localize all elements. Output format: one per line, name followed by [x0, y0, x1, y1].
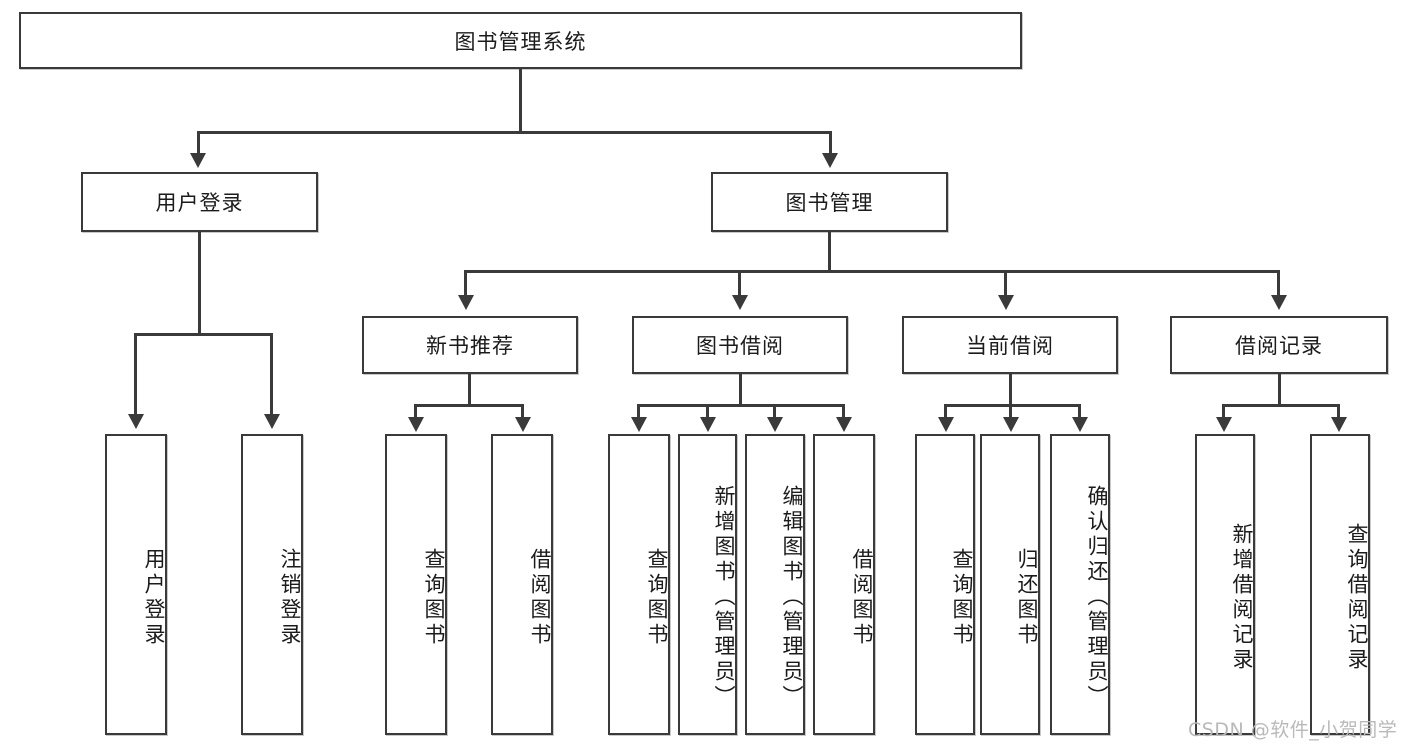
connector-new-book-leaf1 — [414, 404, 417, 418]
leaf-borrow-record-add[interactable]: 新增借阅记录 — [1195, 434, 1255, 735]
connector-to-book-borrow — [738, 270, 741, 296]
connector-current-borrow-leaf2 — [1009, 404, 1012, 418]
node-label: 查询图书 — [645, 547, 669, 648]
connector-root-stem — [519, 69, 522, 133]
arrow-icon-borrow-record-leaf1 — [1216, 417, 1232, 432]
node-book-management[interactable]: 图书管理 — [711, 172, 948, 232]
connector-book-borrow-leaf1 — [637, 404, 640, 418]
connector-book-borrow-leaf2 — [706, 404, 709, 418]
arrow-icon-book-borrow-leaf4 — [836, 417, 852, 432]
node-label: 编辑图书（管理员） — [780, 485, 804, 710]
leaf-user-login-logout[interactable]: 注销登录 — [241, 434, 303, 735]
arrow-icon-book-borrow-leaf3 — [767, 417, 783, 432]
node-label: 图书管理 — [785, 191, 874, 215]
node-label: 查询图书 — [422, 547, 446, 648]
connector-to-new-book — [464, 270, 467, 296]
node-label: 查询图书 — [950, 547, 974, 648]
node-label: 确认归还（管理员） — [1085, 485, 1109, 710]
node-new-book-recommend[interactable]: 新书推荐 — [362, 316, 578, 374]
connector-book-manage-stem — [828, 232, 831, 272]
connector-current-borrow-leaf1 — [944, 404, 947, 418]
node-label: 图书管理系统 — [454, 29, 587, 54]
connector-book-borrow-stem — [739, 374, 742, 406]
connector-to-borrow-record — [1277, 270, 1280, 296]
connector-user-login-leaf1 — [134, 333, 137, 415]
connector-root-bar — [197, 131, 831, 134]
arrow-icon-to-current-borrow — [998, 295, 1014, 310]
connector-book-borrow-bar — [637, 404, 845, 407]
node-label: 用户登录 — [142, 547, 166, 648]
arrow-icon-user-login-leaf1 — [128, 414, 144, 429]
connector-root-to-user-login — [197, 131, 200, 155]
connector-current-borrow-bar — [944, 404, 1081, 407]
arrow-icon-borrow-record-leaf2 — [1331, 417, 1347, 432]
arrow-icon-current-borrow-leaf1 — [938, 417, 954, 432]
connector-current-borrow-leaf3 — [1078, 404, 1081, 418]
leaf-user-login-login[interactable]: 用户登录 — [105, 434, 167, 735]
node-root-book-management-system[interactable]: 图书管理系统 — [19, 12, 1022, 69]
node-label: 注销登录 — [278, 547, 302, 648]
connector-to-current-borrow — [1004, 270, 1007, 296]
arrow-icon-book-borrow-leaf2 — [700, 417, 716, 432]
node-book-borrow[interactable]: 图书借阅 — [632, 316, 848, 374]
connector-user-login-stem — [198, 232, 201, 335]
leaf-book-borrow-edit[interactable]: 编辑图书（管理员） — [745, 434, 805, 735]
connector-book-borrow-leaf3 — [773, 404, 776, 418]
connector-user-login-bar — [134, 333, 273, 336]
connector-borrow-record-leaf2 — [1337, 404, 1340, 418]
node-label: 新增图书（管理员） — [712, 485, 736, 710]
leaf-book-borrow-query[interactable]: 查询图书 — [608, 434, 670, 735]
node-label: 借阅图书 — [528, 547, 552, 648]
watermark-text: CSDN @软件_小贺同学 — [1188, 719, 1398, 741]
connector-user-login-leaf2 — [270, 333, 273, 415]
node-label: 新书推荐 — [426, 334, 514, 358]
node-label: 归还图书 — [1015, 547, 1039, 648]
node-label: 当前借阅 — [966, 334, 1054, 358]
leaf-new-book-query[interactable]: 查询图书 — [385, 434, 447, 735]
arrow-icon-book-borrow-leaf1 — [631, 417, 647, 432]
connector-new-book-bar — [414, 404, 524, 407]
connector-current-borrow-stem — [1009, 374, 1012, 406]
leaf-current-borrow-confirm-return[interactable]: 确认归还（管理员） — [1050, 434, 1110, 735]
node-current-borrow[interactable]: 当前借阅 — [902, 316, 1118, 374]
connector-new-book-stem — [468, 374, 471, 406]
leaf-borrow-record-query[interactable]: 查询借阅记录 — [1310, 434, 1370, 735]
node-user-login[interactable]: 用户登录 — [81, 172, 318, 232]
connector-borrow-record-stem — [1278, 374, 1281, 406]
leaf-book-borrow-borrow[interactable]: 借阅图书 — [813, 434, 875, 735]
connector-book-manage-bar — [464, 270, 1280, 273]
arrow-icon-to-book-borrow — [732, 295, 748, 310]
connector-new-book-leaf2 — [521, 404, 524, 418]
arrow-icon-to-new-book — [458, 295, 474, 310]
leaf-book-borrow-add[interactable]: 新增图书（管理员） — [678, 434, 737, 735]
arrow-icon-root-to-user-login — [190, 153, 206, 168]
node-label: 新增借阅记录 — [1230, 522, 1254, 673]
leaf-current-borrow-return[interactable]: 归还图书 — [980, 434, 1040, 735]
node-label: 用户登录 — [155, 191, 244, 215]
leaf-new-book-borrow[interactable]: 借阅图书 — [491, 434, 553, 735]
arrow-icon-current-borrow-leaf3 — [1072, 417, 1088, 432]
leaf-current-borrow-query[interactable]: 查询图书 — [915, 434, 975, 735]
arrow-icon-user-login-leaf2 — [264, 414, 280, 429]
connector-root-to-book-manage — [829, 131, 832, 155]
arrow-icon-root-to-book-manage — [822, 153, 838, 168]
node-label: 查询借阅记录 — [1345, 522, 1369, 673]
connector-borrow-record-leaf1 — [1222, 404, 1225, 418]
node-label: 借阅图书 — [850, 547, 874, 648]
arrow-icon-new-book-leaf2 — [515, 417, 531, 432]
node-label: 图书借阅 — [696, 334, 784, 358]
node-borrow-record[interactable]: 借阅记录 — [1170, 316, 1388, 374]
arrow-icon-new-book-leaf1 — [408, 417, 424, 432]
connector-book-borrow-leaf4 — [842, 404, 845, 418]
connector-borrow-record-bar — [1222, 404, 1340, 407]
node-label: 借阅记录 — [1235, 334, 1323, 358]
arrow-icon-to-borrow-record — [1271, 295, 1287, 310]
arrow-icon-current-borrow-leaf2 — [1003, 417, 1019, 432]
